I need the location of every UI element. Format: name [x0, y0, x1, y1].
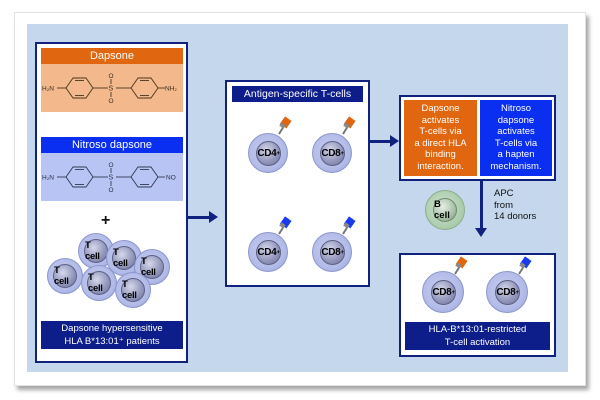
oxygen-top-label: O [109, 73, 114, 80]
blue-receptor-icon [518, 256, 532, 275]
text-line: 14 donors [494, 211, 537, 222]
arrow-to-mechanism [370, 140, 392, 143]
text-line: binding [425, 149, 456, 161]
t-cell: T cell [47, 258, 83, 294]
cell-label: CD8 [496, 287, 516, 298]
cd8-orange-cell: CD8+ [422, 271, 464, 313]
cell-label: CD4 [257, 148, 277, 159]
cell-label-sup: + [276, 249, 280, 256]
nitroso-dapsone-molecule-icon: H₂N NO S O O [42, 162, 176, 194]
cell-nucleus: CD8+ [431, 280, 456, 305]
cell-label: CD8 [321, 148, 341, 159]
text-line: dapsone [497, 114, 535, 126]
dapsone-molecule-icon: H₂N NH₂ S O O [42, 73, 177, 105]
t-cell-cd4-orange: CD4+ [248, 133, 288, 173]
t-cell-label: T cell [87, 271, 111, 295]
text-line: mechanism. [490, 160, 542, 172]
cell-membrane: CD8+ [486, 271, 528, 313]
amine-left-label: H₂N [42, 175, 54, 182]
activation-caption-line1: HLA-B*13:01-restricted [428, 324, 527, 335]
text-line: Dapsone [421, 103, 460, 114]
text-line: APC [494, 188, 514, 199]
text-line: from [494, 199, 513, 211]
text-line: Nitroso [500, 103, 532, 114]
nitroso-mechanism-box: Nitroso dapsone activates T-cells via a … [480, 100, 552, 176]
antigen-specific-title: Antigen-specific T-cells [232, 86, 363, 102]
dapsone-mechanism-box: Dapsone activates T-cells via a direct H… [404, 100, 477, 176]
apc-description: APC from 14 donors [494, 188, 536, 223]
cell-nucleus: CD8+ [495, 280, 520, 305]
t-cell-cd8-orange: CD8+ [312, 133, 352, 173]
amine-left-label: H₂N [42, 86, 54, 93]
text-line: interaction. [417, 160, 464, 172]
cell-label-sup: + [451, 289, 455, 296]
cell-label-sup: + [340, 249, 344, 256]
oxygen-top-label: O [109, 162, 114, 169]
orange-receptor-icon [454, 256, 468, 275]
activation-caption: HLA-B*13:01-restricted T-cell activation [405, 322, 550, 350]
cell-membrane: CD4+ [248, 232, 288, 272]
cell-membrane: CD8+ [312, 232, 352, 272]
cd8-blue-cell: CD8+ [486, 271, 528, 313]
cell-label: CD8 [321, 247, 341, 258]
text-line: a hapten [497, 149, 535, 161]
text-line: activates [497, 126, 535, 138]
oxygen-bottom-label: O [109, 98, 114, 105]
orange-receptor-icon [342, 116, 356, 135]
cell-membrane: CD8+ [312, 133, 352, 173]
amine-right-label: NH₂ [165, 86, 177, 93]
t-cell-label: T cell [112, 246, 136, 270]
t-cell-label: T cell [121, 278, 145, 302]
sulfur-label: S [109, 175, 114, 182]
t-cell-label: T cell [53, 264, 77, 288]
nitroso-dapsone-header: Nitroso dapsone [41, 137, 183, 153]
blue-receptor-icon [278, 216, 292, 235]
b-cell-nucleus: B cell [433, 198, 457, 222]
cell-label: CD8 [432, 287, 452, 298]
dapsone-header: Dapsone [41, 48, 183, 64]
arrow-head-icon [475, 228, 487, 237]
text-line: activates [421, 114, 460, 126]
arrow-to-activation [480, 181, 483, 229]
b-cell: B cell [425, 190, 465, 230]
t-cell-cd8-blue: CD8+ [312, 232, 352, 272]
activation-result-panel: CD8+ CD8+ HLA-B*13:01-restricted T-cell … [399, 253, 556, 357]
patients-caption-line2: HLA B*13:01⁺ patients [64, 336, 160, 347]
cell-membrane: CD4+ [248, 133, 288, 173]
cell-nucleus: CD4+ [256, 240, 281, 265]
cell-nucleus: CD8+ [320, 141, 345, 166]
nitroso-group-label: NO [166, 175, 176, 182]
arrow-head-icon [209, 211, 218, 223]
text-line: T-cells via [419, 126, 462, 138]
cell-membrane: CD8+ [422, 271, 464, 313]
t-cell: T cell [81, 265, 117, 301]
t-cell-label: T cell [84, 239, 108, 263]
text-line: T-cells via [494, 137, 538, 149]
cell-label-sup: + [515, 289, 519, 296]
arrow-head-icon [390, 135, 399, 147]
patients-caption-line1: Dapsone hypersensitive [61, 323, 163, 334]
mechanism-panel: Dapsone activates T-cells via a direct H… [399, 95, 556, 181]
cell-label-sup: + [340, 150, 344, 157]
cell-nucleus: CD8+ [320, 240, 345, 265]
t-cell-cluster: T cell T cell T cell T cell T cell T cel… [37, 233, 186, 314]
oxygen-bottom-label: O [109, 187, 114, 194]
nitroso-dapsone-structure: H₂N NO S O O [41, 153, 183, 201]
patient-samples-panel: Dapsone H₂N NH₂ S O O Nitroso dapsone [35, 42, 188, 363]
cell-label: CD4 [257, 247, 277, 258]
arrow-to-t-cells [188, 216, 211, 219]
activation-caption-line2: T-cell activation [444, 337, 511, 348]
antigen-specific-panel: Antigen-specific T-cells CD4+ CD8+ CD4+ … [225, 80, 370, 287]
blue-receptor-icon [342, 216, 356, 235]
cell-nucleus: CD4+ [256, 141, 281, 166]
dapsone-structure: H₂N NH₂ S O O [41, 64, 183, 112]
t-cell-cd4-blue: CD4+ [248, 232, 288, 272]
cell-label-sup: + [276, 150, 280, 157]
text-line: a direct HLA [414, 137, 467, 149]
t-cell: T cell [115, 272, 151, 308]
patients-caption: Dapsone hypersensitive HLA B*13:01⁺ pati… [41, 321, 183, 349]
sulfur-label: S [109, 86, 114, 93]
plus-sign: + [101, 212, 111, 229]
orange-receptor-icon [278, 116, 292, 135]
